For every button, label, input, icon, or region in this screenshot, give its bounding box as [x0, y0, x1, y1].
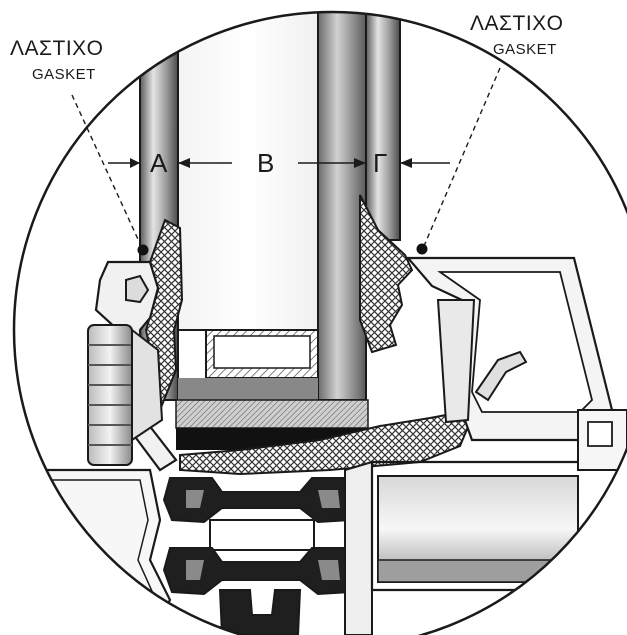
right-sash-inner	[437, 271, 593, 413]
dimension-b-label: B	[257, 148, 275, 178]
roller-bracket	[131, 327, 164, 442]
frame-right-clip	[587, 421, 613, 447]
air-gap	[177, 12, 319, 331]
inner-frame-wall	[344, 460, 373, 635]
outer-frame-left	[14, 468, 172, 635]
dimension-g-label: Γ	[373, 148, 388, 178]
thermal-break-top-hollow	[186, 490, 340, 508]
left-gasket-label-english: GASKET	[32, 66, 96, 83]
inner-glass-edge	[365, 12, 401, 241]
thermal-break-core	[209, 519, 315, 551]
left-leader-line	[71, 94, 143, 249]
secondary-sealant	[178, 378, 318, 400]
sealant-hatch	[175, 399, 369, 429]
left-gasket-dot	[137, 244, 149, 256]
left-gasket-label-greek: ΛΑΣΤΙΧΟ	[10, 37, 104, 60]
dimension-lines	[108, 145, 450, 178]
sash-hook	[474, 350, 528, 402]
right-leader-line	[423, 67, 501, 247]
hinge-roller-ridges	[88, 344, 132, 446]
left-gasket-clip	[125, 274, 150, 304]
right-gasket-label-greek: ΛΑΣΤΙΧΟ	[470, 12, 564, 35]
thermal-break-bottom-hollow	[186, 560, 340, 580]
right-gasket-dot	[416, 243, 428, 255]
frame-foot	[218, 589, 302, 635]
detail-circle	[12, 10, 627, 635]
dimension-a-label: A	[150, 148, 168, 178]
right-glazing-gasket	[359, 194, 414, 354]
spacer-bar-cavity	[213, 335, 311, 369]
right-gasket-label-english: GASKET	[493, 41, 557, 58]
sash-inclined-web	[436, 299, 476, 424]
inner-glass-pane	[317, 12, 367, 401]
